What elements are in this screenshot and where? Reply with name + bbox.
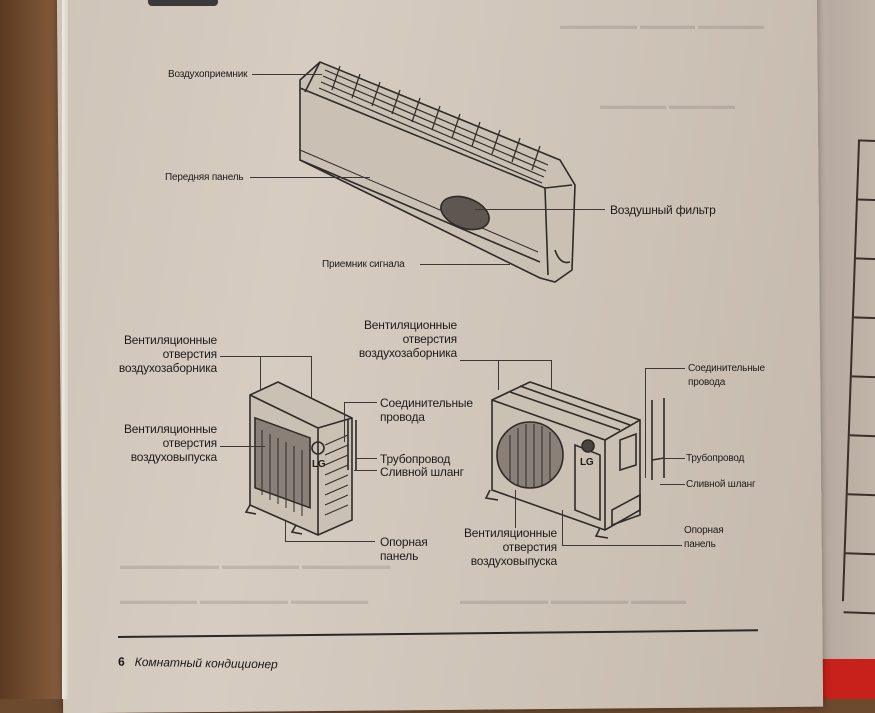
leader-line (311, 356, 312, 398)
leader-line (645, 368, 646, 478)
leader-line (354, 470, 377, 471)
lg-logo-small: LG (312, 459, 326, 470)
label-small-drain-hose: Сливной шланг (380, 465, 464, 479)
indoor-unit-drawing (299, 61, 576, 283)
leader-line (460, 360, 552, 361)
leader-line (645, 368, 685, 369)
leader-line (356, 458, 377, 459)
leader-line (498, 360, 499, 390)
label-large-intake-vents: Вентиляционные отверстия воздухозаборник… (358, 318, 457, 360)
label-small-outlet-vents: Вентиляционные отверстия воздуховыпуска (123, 422, 217, 464)
label-large-outlet-vents: Вентиляционные отверстия воздуховыпуска (463, 526, 557, 568)
outdoor-unit-small-drawing (244, 381, 357, 536)
leader-line (660, 458, 685, 459)
label-small-base-panel: Опорная панель (380, 535, 428, 563)
label-signal-receiver: Приемник сигнала (322, 259, 405, 270)
label-front-panel: Передняя панель (165, 172, 244, 183)
leader-line (344, 402, 345, 442)
page-tab-marker (148, 0, 218, 6)
leader-line (562, 510, 563, 545)
label-small-intake-vents: Вентиляционные отверстия воздухозаборник… (118, 333, 217, 375)
page-number: 6 (117, 654, 125, 669)
leader-line (515, 490, 516, 528)
label-large-drain-hose: Сливной шланг (686, 479, 756, 490)
page-footer: 6 Комнатный кондиционер (118, 655, 278, 672)
label-large-base-panel: Опорная панель (684, 525, 724, 550)
bleed-through-text: ▬▬▬▬▬▬▬ ▬▬▬▬▬▬▬▬ ▬▬▬▬▬▬▬ (120, 595, 369, 607)
bleed-through-text: ▬▬▬▬▬▬ ▬▬▬▬▬▬ (600, 100, 736, 112)
leader-line (475, 209, 605, 210)
bleed-through-text: ▬▬▬▬▬▬▬▬▬ ▬▬▬▬▬▬▬ ▬▬▬▬▬▬▬▬ (120, 560, 391, 572)
label-small-piping: Трубопровод (380, 452, 451, 466)
outdoor-unit-large-drawing (484, 381, 665, 539)
label-air-intake: Воздухоприемник (168, 69, 248, 80)
leader-line (220, 356, 312, 357)
leader-line (285, 541, 375, 542)
footer-title: Комнатный кондиционер (134, 654, 278, 672)
label-small-connecting-wires: Соединительные провода (380, 396, 473, 424)
leader-line (220, 446, 265, 447)
page-edge (62, 0, 68, 699)
leader-line (660, 484, 685, 485)
label-large-piping: Трубопровод (686, 453, 745, 464)
leader-line (285, 520, 286, 541)
label-large-connecting-wires: Соединительные провода (688, 363, 765, 388)
label-air-filter: Воздушный фильтр (610, 203, 716, 217)
leader-line (252, 74, 322, 75)
bleed-through-text: ▬▬▬▬▬▬▬▬ ▬▬▬▬▬▬▬ ▬▬▬▬▬ (460, 595, 687, 607)
leader-line (344, 402, 377, 403)
leader-line (420, 264, 510, 265)
lg-logo-large: LG (580, 457, 594, 468)
leader-line (562, 545, 682, 546)
leader-line (260, 356, 261, 390)
leader-line (250, 177, 370, 178)
leader-line (551, 360, 552, 390)
bleed-through-text: ▬▬▬▬▬▬▬ ▬▬▬▬▬ ▬▬▬▬▬▬ (560, 20, 765, 32)
